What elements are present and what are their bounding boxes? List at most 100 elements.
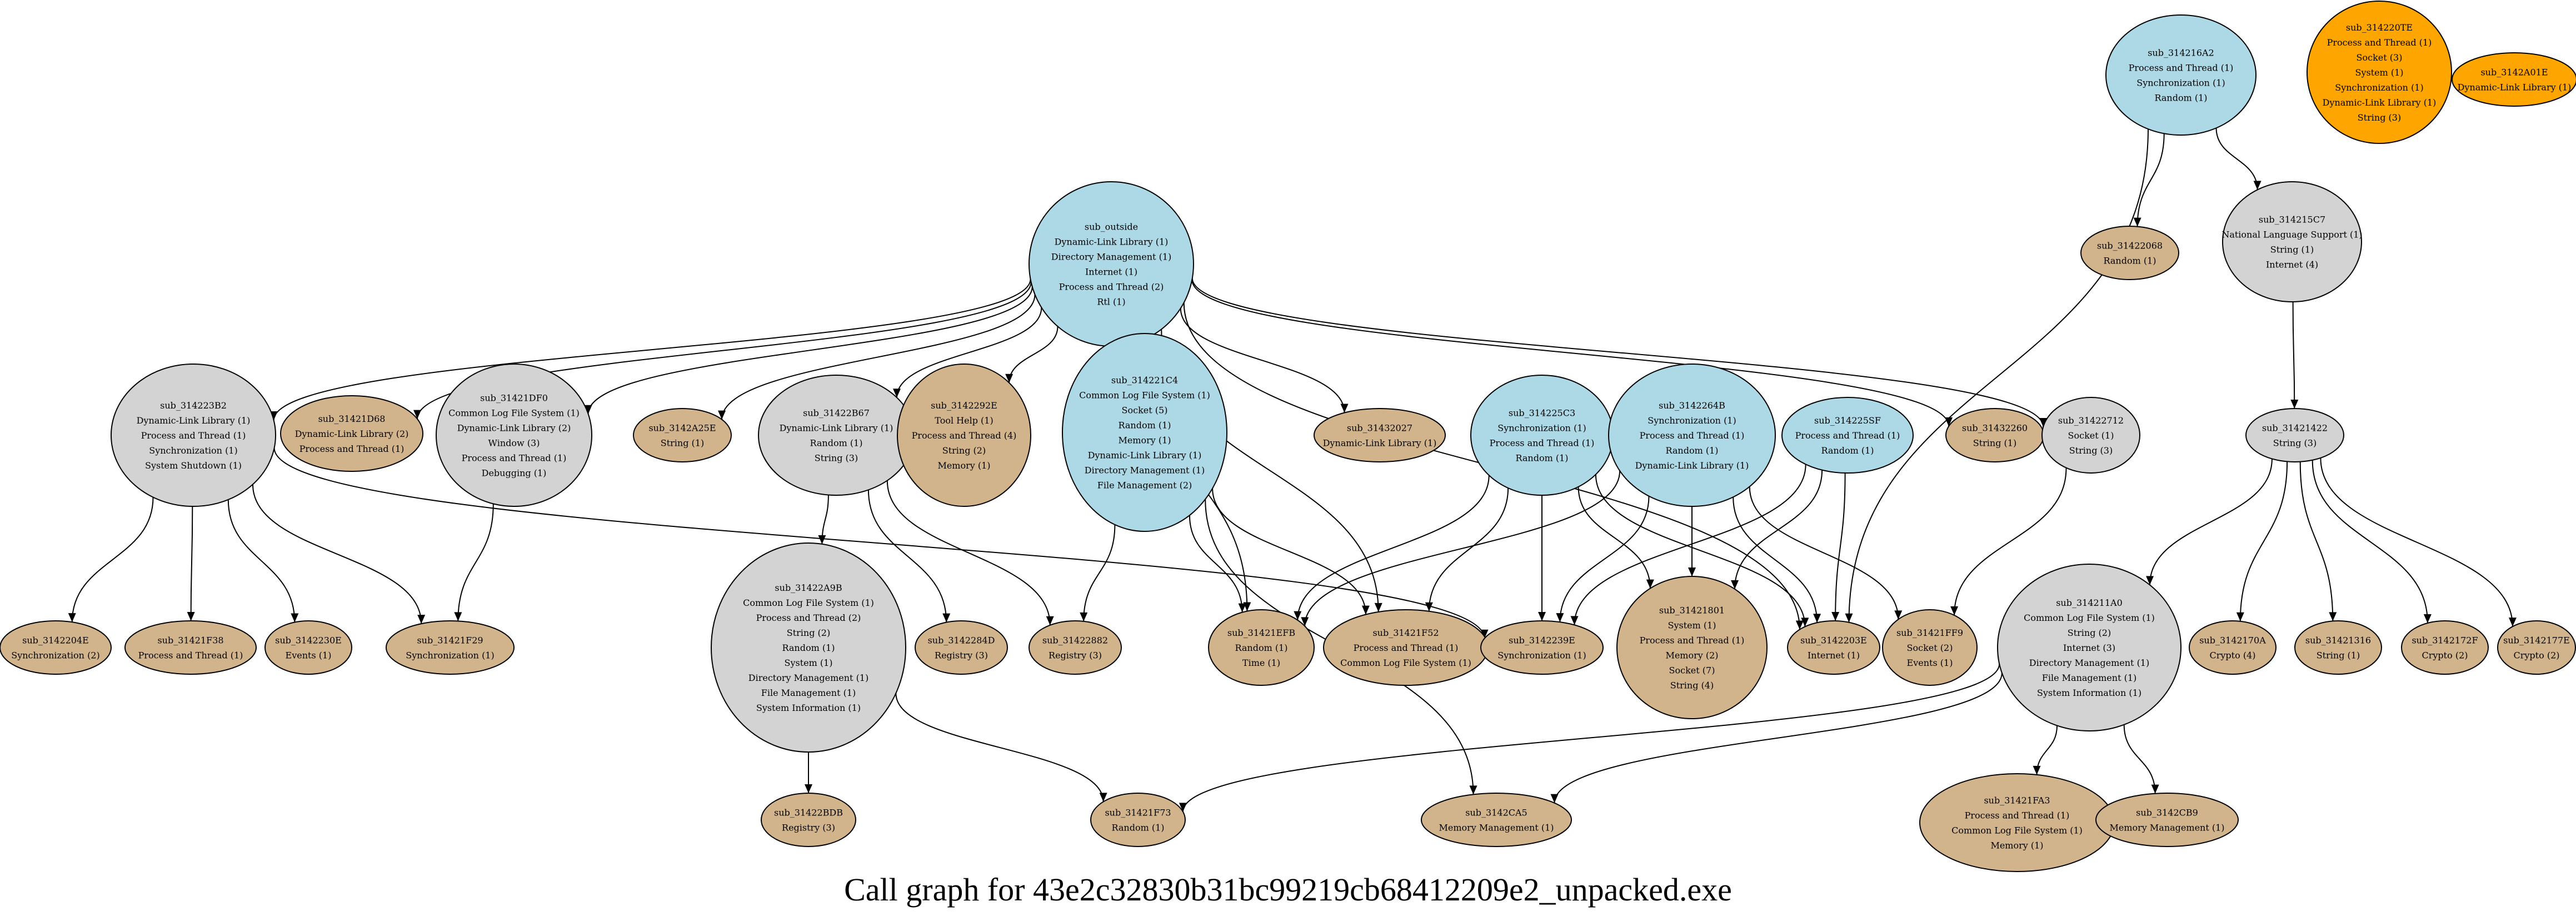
node-ellipse bbox=[2452, 52, 2576, 107]
edge-arrowhead bbox=[2146, 576, 2154, 585]
node-ellipse bbox=[1062, 333, 1227, 532]
node-function-name: sub_31421FA3 bbox=[1984, 795, 2050, 806]
node-ellipse bbox=[1480, 620, 1604, 675]
node-api-category: Synchronization (1) bbox=[2136, 78, 2225, 88]
node-function-name: sub_3142177E bbox=[2503, 635, 2570, 646]
node-ellipse bbox=[1090, 793, 1186, 847]
node-api-category: Memory (2) bbox=[1665, 650, 1718, 661]
node-function-name: sub_31421316 bbox=[2305, 635, 2371, 646]
node-function-name: sub_314225C3 bbox=[1509, 408, 1575, 419]
call-edge bbox=[867, 490, 947, 623]
node-api-category: Process and Thread (1) bbox=[1490, 438, 1595, 449]
edge-arrowhead bbox=[1813, 614, 1821, 623]
node-ellipse bbox=[761, 793, 856, 847]
edge-arrowhead bbox=[1831, 612, 1840, 621]
edge-arrowhead bbox=[942, 613, 951, 623]
node-function-name: sub_31421F29 bbox=[417, 635, 483, 646]
node-ellipse bbox=[1882, 609, 1978, 686]
node-api-category: Random (1) bbox=[1665, 445, 1718, 456]
node-api-category: Memory (1) bbox=[937, 460, 990, 471]
edge-arrowhead bbox=[2508, 618, 2517, 627]
node-api-category: Process and Thread (1) bbox=[2129, 63, 2234, 73]
node-ellipse bbox=[1608, 364, 1776, 507]
node-ellipse bbox=[2080, 226, 2179, 280]
call-edge bbox=[1749, 486, 1899, 620]
node-function-name: sub_3142172F bbox=[2412, 635, 2478, 646]
node-function-name: sub_31422BDB bbox=[774, 808, 843, 818]
node-api-category: Memory (1) bbox=[1118, 435, 1171, 446]
edge-arrowhead bbox=[1688, 567, 1696, 576]
node-api-category: Socket (5) bbox=[1122, 405, 1168, 416]
call-edge bbox=[1009, 326, 1059, 383]
node-api-category: Synchronization (1) bbox=[406, 650, 494, 661]
node-api-category: Dynamic-Link Library (1) bbox=[2323, 97, 2437, 108]
node-function-name: sub_31422A9B bbox=[775, 583, 842, 593]
node-api-category: Dynamic-Link Library (1) bbox=[2458, 82, 2572, 93]
node-ellipse bbox=[1421, 793, 1572, 847]
node-api-category: Process and Thread (1) bbox=[1795, 430, 1900, 441]
edge-arrowhead bbox=[2133, 217, 2141, 227]
node-api-category: Synchronization (1) bbox=[1497, 423, 1586, 434]
node-api-category: Synchronization (1) bbox=[149, 445, 237, 456]
node-function-name: sub_3142CB9 bbox=[2136, 808, 2198, 818]
node-api-category: Tool Help (1) bbox=[935, 415, 993, 426]
edge-arrowhead bbox=[1894, 610, 1903, 620]
node-api-category: Registry (3) bbox=[1049, 650, 1102, 661]
edge-arrowhead bbox=[1731, 580, 1739, 589]
node-api-category: Synchronization (1) bbox=[1648, 415, 1736, 426]
node-api-category: Random (1) bbox=[810, 438, 862, 449]
call-edge bbox=[2312, 460, 2428, 624]
edge-arrowhead bbox=[2253, 181, 2262, 190]
node-function-name: sub_3142204E bbox=[22, 635, 89, 646]
call-edge bbox=[1083, 524, 1116, 621]
node-api-category: System Information (1) bbox=[756, 703, 861, 713]
call-edge bbox=[2292, 301, 2295, 409]
node-api-category: Dynamic-Link Library (2) bbox=[295, 429, 409, 439]
node-ellipse bbox=[1781, 397, 1914, 474]
node-ellipse bbox=[758, 375, 915, 496]
node-function-name: sub_314220TE bbox=[2346, 22, 2413, 33]
node-function-name: sub_31421801 bbox=[1659, 605, 1725, 616]
edge-arrowhead bbox=[1340, 404, 1349, 413]
node-api-category: Crypto (4) bbox=[2210, 650, 2256, 661]
node-function-name: sub_31421422 bbox=[2262, 423, 2328, 434]
node-function-name: sub_3142264B bbox=[1659, 400, 1725, 411]
node-api-category: Registry (3) bbox=[935, 650, 988, 661]
node-ellipse bbox=[2307, 1, 2452, 144]
edge-arrowhead bbox=[892, 389, 901, 398]
node-api-category: Socket (3) bbox=[2357, 52, 2403, 63]
node-api-category: Process and Thread (1) bbox=[1640, 430, 1745, 441]
call-edge bbox=[721, 294, 1036, 420]
edge-arrowhead bbox=[1646, 579, 1654, 589]
node-api-category: Memory (1) bbox=[1990, 840, 2043, 851]
node-function-name: sub_31422712 bbox=[2058, 415, 2124, 426]
node-function-name: sub_31421F52 bbox=[1372, 628, 1439, 638]
node-api-category: Crypto (2) bbox=[2422, 650, 2468, 661]
node-ellipse bbox=[1945, 408, 2044, 462]
node-ellipse bbox=[1470, 375, 1614, 496]
call-edge bbox=[1212, 488, 1366, 615]
node-function-name: sub_3142284D bbox=[928, 635, 995, 646]
node-api-category: File Management (2) bbox=[1097, 480, 1192, 491]
node-function-name: sub_314215C7 bbox=[2259, 215, 2325, 225]
node-function-name: sub_31432027 bbox=[1347, 423, 1412, 434]
node-api-category: Random (1) bbox=[1235, 643, 1287, 653]
node-ellipse bbox=[111, 364, 276, 507]
edge-arrowhead bbox=[1538, 612, 1546, 621]
node-function-name: sub_3142A25E bbox=[648, 423, 716, 434]
edge-arrowhead bbox=[1361, 605, 1370, 615]
call-edge bbox=[273, 447, 1485, 639]
